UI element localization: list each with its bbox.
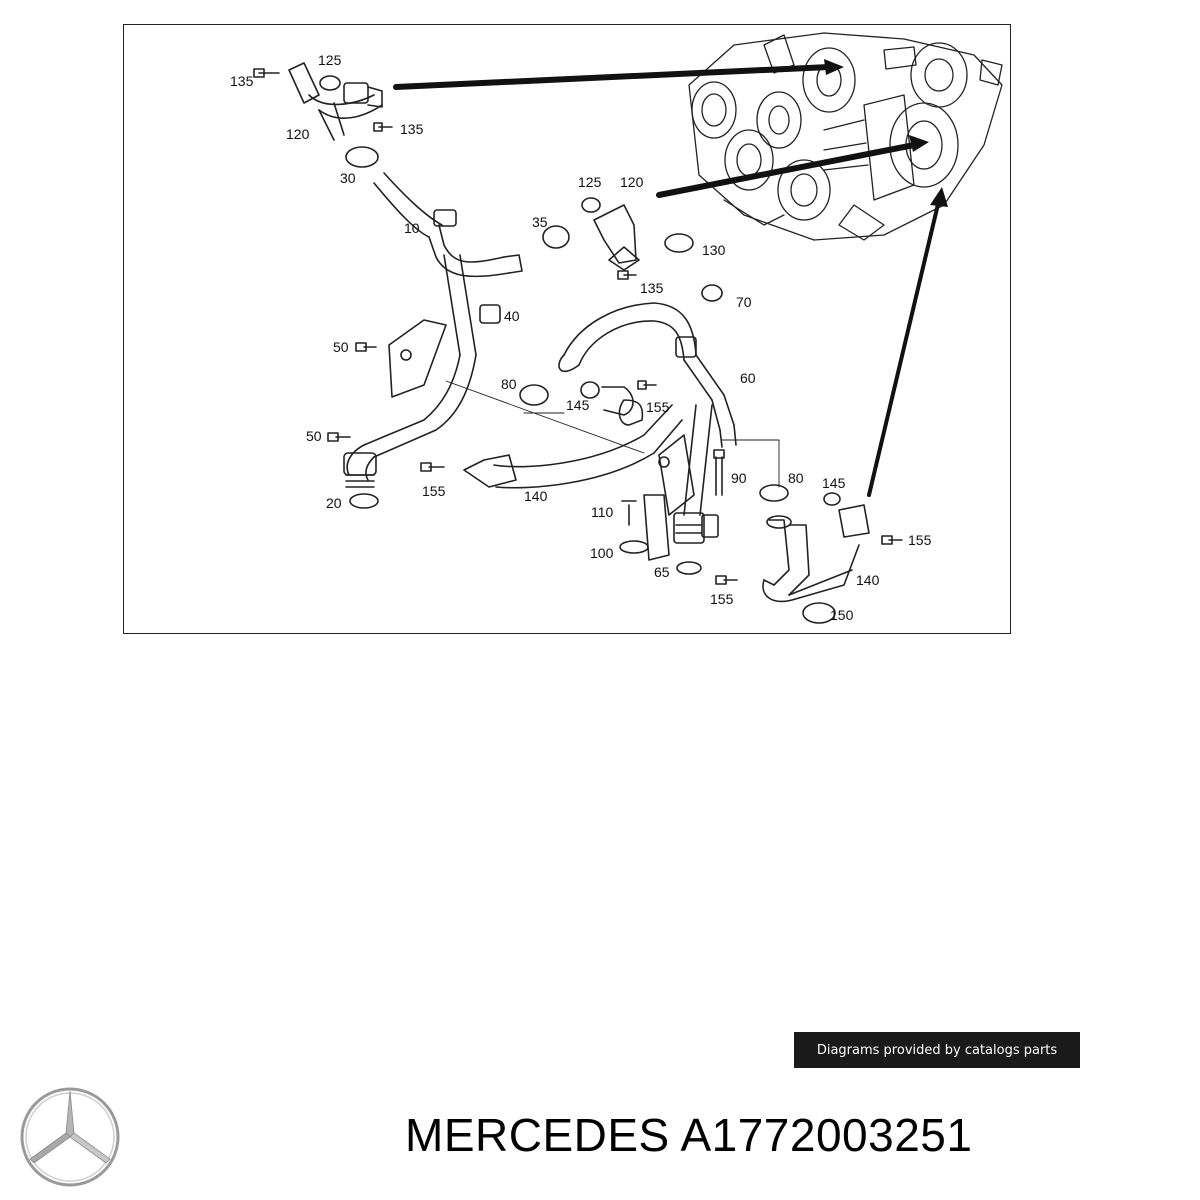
- callout-50: 50: [333, 339, 349, 355]
- callout-30: 30: [340, 170, 356, 186]
- callout-60: 60: [740, 370, 756, 386]
- diagram-drawing: 135 125 120 135 30 10 125 120 35 130 135…: [230, 32, 1003, 624]
- callout-145: 145: [566, 397, 590, 413]
- feed-pipe-top: [253, 62, 393, 141]
- callout-135: 135: [640, 280, 664, 296]
- callout-150: 150: [830, 607, 854, 623]
- fitting-20: [343, 452, 379, 509]
- coolant-hose-10: [345, 146, 523, 481]
- bracket-left: [327, 319, 447, 442]
- callout-155: 155: [646, 399, 670, 415]
- callout-145: 145: [822, 475, 846, 491]
- fitting-145: [519, 380, 657, 416]
- hose-60: [558, 284, 737, 448]
- mercedes-star-icon: [20, 1087, 120, 1187]
- clamp-40: [479, 304, 501, 324]
- pointer-arrows: [393, 59, 948, 497]
- callout-80: 80: [501, 376, 517, 392]
- callout-40: 40: [504, 308, 520, 324]
- pipe-vertical-lower: [619, 404, 725, 575]
- callout-90: 90: [731, 470, 747, 486]
- callout-135: 135: [400, 121, 424, 137]
- callout-140: 140: [524, 488, 548, 504]
- leader-lines: [445, 380, 780, 488]
- hose-140-right: [715, 484, 903, 624]
- callout-125: 125: [318, 52, 342, 68]
- turbocharger-illustration: [688, 32, 1003, 241]
- callout-110: 110: [591, 504, 614, 520]
- elbow-120-center: [542, 197, 694, 280]
- callout-50: 50: [306, 428, 322, 444]
- callout-80: 80: [788, 470, 804, 486]
- callout-135: 135: [230, 73, 254, 89]
- callout-155: 155: [908, 532, 932, 548]
- hose-140-middle: [420, 399, 683, 489]
- parts-diagram: 135 125 120 135 30 10 125 120 35 130 135…: [123, 24, 1011, 634]
- callout-120: 120: [286, 126, 310, 142]
- credits-badge-text: Diagrams provided by catalogs parts: [816, 1042, 1058, 1058]
- callout-140: 140: [856, 572, 880, 588]
- callout-labels: 135 125 120 135 30 10 125 120 35 130 135…: [230, 52, 932, 623]
- callout-155: 155: [710, 591, 734, 607]
- brand-title: MERCEDES A1772003251: [405, 1109, 973, 1161]
- callout-70: 70: [736, 294, 752, 310]
- callout-120: 120: [620, 174, 644, 190]
- callout-125: 125: [578, 174, 602, 190]
- callout-130: 130: [702, 242, 726, 258]
- callout-155: 155: [422, 483, 446, 499]
- callout-35: 35: [532, 214, 548, 230]
- callout-100: 100: [590, 545, 614, 561]
- credits-badge: Diagrams provided by catalogs parts: [794, 1032, 1080, 1068]
- callout-10: 10: [404, 220, 420, 236]
- callout-65: 65: [654, 564, 670, 580]
- callout-20: 20: [326, 495, 342, 511]
